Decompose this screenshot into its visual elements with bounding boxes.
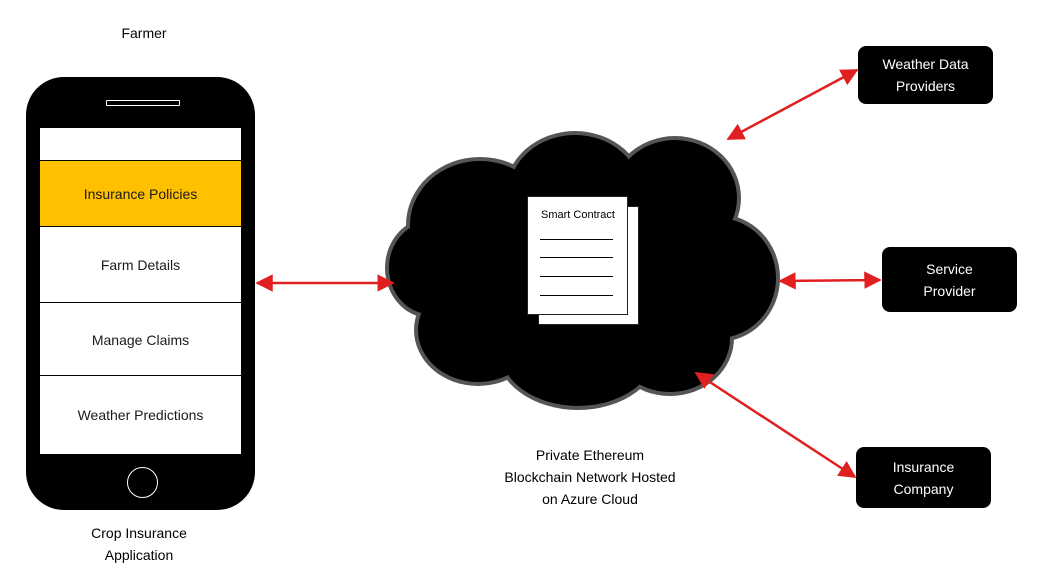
arrow-cloud-insurance [694, 371, 857, 479]
document-line [540, 257, 613, 258]
menu-item-farm-details[interactable]: Farm Details [40, 226, 241, 303]
menu-item-weather-predictions[interactable]: Weather Predictions [40, 375, 241, 454]
arrow-cloud-service [778, 271, 882, 290]
weather-data-providers-box: Weather Data Providers [858, 46, 993, 104]
network-caption-line2: Blockchain Network Hosted [504, 469, 676, 485]
network-caption-line1: Private Ethereum [535, 447, 645, 463]
menu-item-label: Weather Predictions [77, 407, 204, 423]
cloud-icon [385, 131, 780, 410]
document-line [540, 295, 613, 296]
farmer-label: Farmer [121, 25, 167, 41]
phone-home-button[interactable] [127, 467, 158, 498]
service-provider-box: Service Provider [882, 247, 1017, 312]
document-line [540, 239, 613, 240]
insurance-company-box: Insurance Company [856, 447, 991, 508]
menu-item-label: Insurance Policies [83, 186, 198, 202]
app-label: Crop Insurance Application [64, 522, 214, 566]
smart-contract-title: Smart Contract [541, 209, 615, 221]
menu-item-label: Farm Details [100, 257, 181, 273]
network-caption: Private Ethereum Blockchain Network Host… [470, 444, 710, 510]
menu-item-manage-claims[interactable]: Manage Claims [40, 302, 241, 376]
app-label-line2: Application [104, 547, 174, 563]
menu-item-label: Manage Claims [91, 331, 190, 348]
phone-speaker [106, 100, 180, 106]
app-label-line1: Crop Insurance [91, 525, 187, 541]
network-caption-line3: on Azure Cloud [542, 491, 638, 507]
arrow-cloud-weather [726, 68, 859, 141]
menu-item-insurance-policies[interactable]: Insurance Policies [40, 160, 241, 227]
document-line [540, 276, 613, 277]
